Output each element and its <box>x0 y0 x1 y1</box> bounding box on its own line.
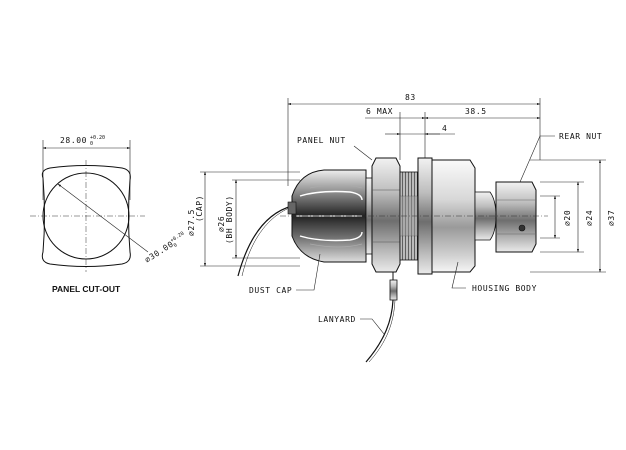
housing-body-callout: HOUSING BODY <box>472 284 537 293</box>
panel-cutout-title: PANEL CUT-OUT <box>52 284 121 294</box>
cutout-diameter-label: ⌀30.00 <box>143 239 175 264</box>
cutout-width-label: 28.00 <box>60 136 87 145</box>
cutout-diameter-tol-plus: +0.20 <box>169 231 185 244</box>
cutout-width-tol-plus: +0.20 <box>90 135 105 141</box>
lanyard-cable-down <box>365 299 394 363</box>
dust-cap-leader <box>296 253 321 291</box>
lanyard-callout: LANYARD <box>318 315 356 324</box>
dia24-label: ⌀24 <box>585 210 594 226</box>
cap-tab <box>287 201 297 215</box>
panel-nut-callout: PANEL NUT <box>297 136 346 145</box>
lanyard-cable-left <box>237 205 293 277</box>
cap-diameter-note: (CAP) <box>195 195 204 222</box>
overall-length-label: 83 <box>405 93 416 102</box>
rear-nut-callout: REAR NUT <box>559 132 602 141</box>
connector-side-view: 83 6 MAX 38.5 4 ⌀27.5 (CAP) ⌀26 (BH BODY… <box>187 93 616 363</box>
lanyard-cable-left-edge <box>241 205 295 277</box>
cutout-outline <box>41 165 131 267</box>
cutout-diameter-text: ⌀30.00 +0.20 0 <box>143 231 185 265</box>
cap-diameter-label: ⌀27.5 <box>187 209 196 236</box>
rear-nut-screw-icon <box>518 224 526 232</box>
rear-nut <box>495 181 537 253</box>
dia20-label: ⌀20 <box>563 210 572 226</box>
cutout-diameter-tol-zero: 0 <box>173 242 179 249</box>
cutout-diameter-leader <box>57 183 149 253</box>
body-diameter-label: ⌀26 <box>217 216 226 232</box>
rear-nut-leader <box>519 135 555 183</box>
dust-cap-callout: DUST CAP <box>249 286 292 295</box>
rear-length-label: 38.5 <box>465 107 487 116</box>
lanyard-leader <box>360 318 385 335</box>
housing-body-leader <box>451 261 466 289</box>
lanyard-cable-down-edge <box>368 299 396 363</box>
panel-cutout-view: 28.00 +0.20 0 ⌀30.00 +0.20 0 PANEL CUT-O… <box>30 135 185 294</box>
panel-nut-leader <box>353 145 373 161</box>
gap-label: 4 <box>442 124 447 133</box>
max-panel-label: 6 MAX <box>366 107 393 116</box>
panel-nut <box>371 157 401 273</box>
cutout-width-tol-zero: 0 <box>90 141 93 147</box>
dia37-label: ⌀37 <box>607 210 616 226</box>
lanyard-crimp <box>389 279 398 301</box>
body-diameter-note: (BH BODY) <box>225 195 234 244</box>
